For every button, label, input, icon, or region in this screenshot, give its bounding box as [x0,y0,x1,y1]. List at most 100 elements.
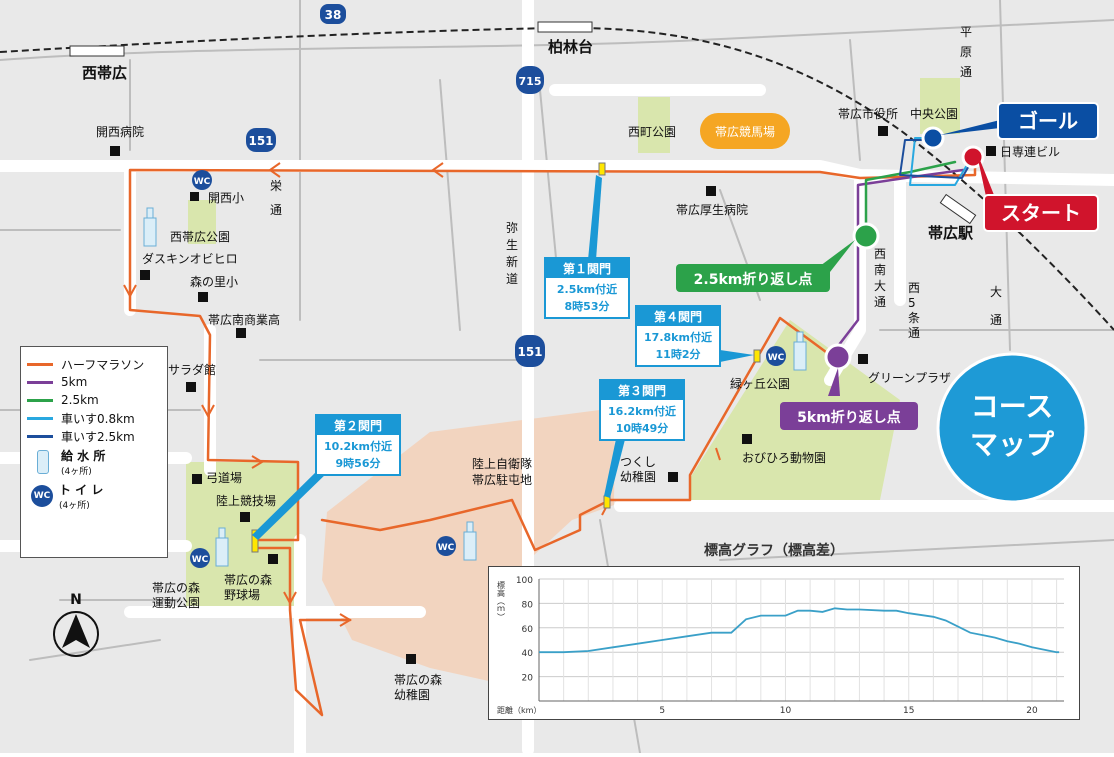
wc-icon-kaisei: WC [192,170,212,190]
x-tick-label: 5 [659,706,665,716]
start-marker [961,145,985,169]
north-arrow: N [53,592,99,657]
label-mori-kindergarten: 帯広の森幼稚園 [394,672,442,702]
station-obihiro: 帯広駅 [928,224,974,242]
course-lines [128,137,977,717]
y-tick-label: 100 [516,576,533,586]
svg-text:5km折り返し点: 5km折り返し点 [797,409,901,426]
wc-icon-forest: WC [190,548,210,568]
label-jieitai: 陸上自衛隊帯広駐屯地 [472,456,532,487]
svg-text:WC: WC [194,177,211,187]
legend-swatch [27,380,53,384]
legend-item-label: ハーフマラソン [61,357,145,372]
route-shield-38: 38 [320,4,346,24]
legend-item-label: 車いす0.8km [61,411,135,426]
route-shield-151-south: 151 [515,335,545,367]
legend-item: 2.5km [27,391,161,409]
x-axis-label: 距離（km） [497,705,541,715]
label-green-plaza: グリーンプラザ [868,371,951,385]
turn-marker-5km [824,343,852,371]
start-callout: スタート [983,194,1099,232]
label-rikujo: 陸上競技場 [216,493,276,508]
legend-water: 給 水 所 (4ヶ所) [21,445,167,479]
legend-toilet-label: ト イ レ [59,483,104,497]
svg-text:715: 715 [519,75,542,88]
label-kaisei-hospital: 開西病院 [96,124,144,139]
station-nishiobihiro: 西帯広 [82,64,127,82]
goal-callout: ゴール [997,102,1099,140]
svg-text:WC: WC [768,353,785,363]
label-daskin: ダスキンオビヒロ [142,251,238,266]
svg-text:WC: WC [192,555,209,565]
label-tsukushi: つくし幼稚園 [620,455,656,484]
svg-text:11時2分: 11時2分 [656,347,701,361]
label-midorigaoka: 緑ヶ丘公園 [730,376,790,391]
label-yakyujo: 帯広の森野球場 [224,572,272,602]
y-tick-label: 40 [522,649,534,659]
svg-text:第２関門: 第２関門 [334,418,382,433]
checkpoint-1-gate [598,162,606,176]
label-kyudojo: 弓道場 [206,471,242,485]
legend-item: 車いす2.5km [27,427,161,445]
y-tick-label: 60 [522,625,534,635]
svg-text:8時53分: 8時53分 [565,299,610,313]
svg-text:10時49分: 10時49分 [616,421,669,435]
label-salad: サラダ館 [168,362,216,377]
label-morinosato-school: 森の里小 [190,274,238,289]
turn-2-5km-callout: 2.5km折り返し点 [676,264,830,292]
label-nishi-park: 西帯広公園 [170,230,230,244]
legend-item-label: 車いす2.5km [61,429,135,444]
label-kaisei-school: 開西小 [208,191,244,205]
svg-text:151: 151 [517,345,542,359]
keibajo-pill: 帯広競馬場 [700,113,790,149]
svg-text:スタート: スタート [1001,201,1081,225]
park-nishimachi [638,97,670,153]
checkpoint-1: 第１関門 2.5km付近 8時53分 [544,257,630,319]
x-tick-label: 20 [1026,706,1038,716]
elevation-line [539,607,1060,654]
station-kashiwabayashidai: 柏林台 [548,38,593,56]
course-map-badge: コースマップ [936,352,1088,504]
route-shield-151-north: 151 [246,128,276,152]
svg-text:16.2km付近: 16.2km付近 [608,404,676,418]
svg-text:17.8km付近: 17.8km付近 [644,330,712,344]
poi-squares [110,126,996,664]
course-wheelchair-2-5km [899,139,976,179]
multiline-landmark-labels: 帯広の森運動公園 帯広の森野球場 陸上自衛隊帯広駐屯地 つくし幼稚園 帯広の森幼… [152,455,656,702]
svg-text:9時56分: 9時56分 [336,456,381,470]
street-odori: 大通 [990,285,1002,327]
legend-water-count: (4ヶ所) [61,467,92,477]
label-minami-shogyo: 帯広南商業高 [208,312,280,327]
svg-text:2.5km折り返し点: 2.5km折り返し点 [694,271,813,288]
street-hirahara: 平原通 [960,25,972,79]
elevation-graph-title: 標高グラフ（標高差） [704,543,844,559]
legend-swatch [27,362,53,366]
label-city-hall: 帯広市役所 [838,106,898,121]
legend-item-label: 5km [61,375,88,389]
legend-water-label: 給 水 所 [61,449,106,463]
svg-text:帯広競馬場: 帯広競馬場 [715,124,775,139]
legend-item-label: 2.5km [61,393,99,407]
course-2-5km [864,160,957,232]
course-half-marathon [128,158,977,717]
label-nissenren-bldg: 日専連ビル [1000,145,1060,159]
legend-item: 車いす0.8km [27,409,161,427]
railway [0,21,1114,331]
svg-text:第１関門: 第１関門 [563,261,611,276]
park-nishi [188,200,216,244]
label-zoo: おびひろ動物園 [742,451,826,465]
checkpoint-2-gate [251,529,259,553]
y-tick-label: 80 [522,600,534,610]
street-yayoi: 弥生新道 [506,220,518,286]
turn-5km-callout: 5km折り返し点 [780,402,918,430]
route-shield-715: 715 [516,66,544,94]
wc-icon: WC [31,485,53,507]
label-chuo-park: 中央公園 [910,106,958,121]
label-morinomori-park: 帯広の森運動公園 [152,580,200,610]
wc-icon-base: WC [436,536,456,556]
landmark-labels: 開西病院 西町公園 帯広市役所 中央公園 日専連ビル 帯広厚生病院 開西小 西帯… [96,106,1060,508]
legend-item: ハーフマラソン [27,355,161,373]
y-axis-label: 標高（ｍ） [497,580,506,621]
